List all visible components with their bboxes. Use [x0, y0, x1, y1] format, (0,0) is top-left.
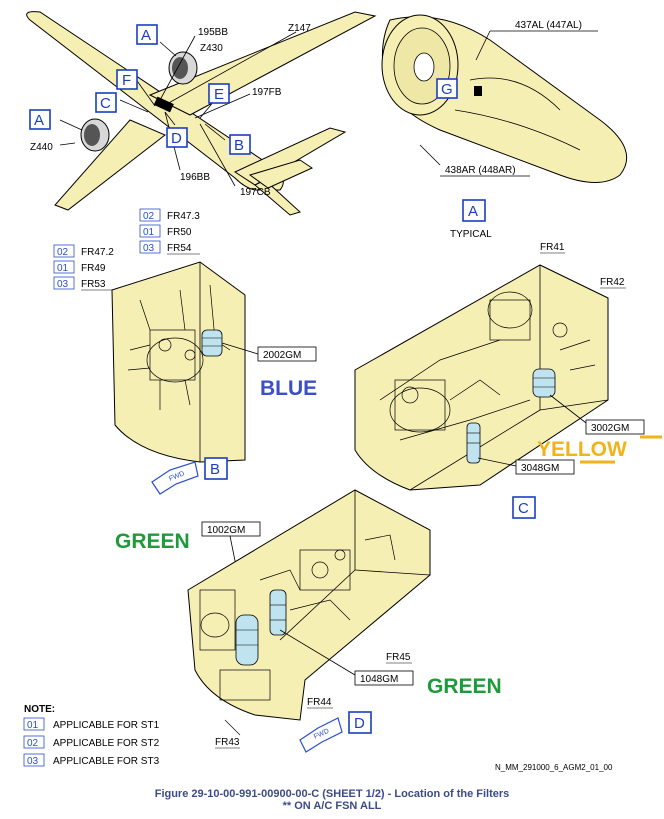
label-fr41: FR41	[540, 242, 565, 253]
svg-text:A: A	[141, 27, 151, 44]
svg-text:01: 01	[27, 720, 39, 731]
svg-text:FR47.2: FR47.2	[81, 247, 114, 258]
callout-1002gm: 1002GM	[201, 521, 261, 537]
svg-text:FR53: FR53	[81, 279, 106, 290]
bay-d-illustration	[187, 489, 431, 721]
label-fr44: FR44	[307, 697, 332, 708]
letter-box-b-aircraft[interactable]: B	[229, 134, 251, 155]
svg-text:1048GM: 1048GM	[360, 674, 398, 685]
svg-text:APPLICABLE FOR ST2: APPLICABLE FOR ST2	[53, 738, 160, 749]
svg-text:B: B	[234, 137, 244, 154]
label-197fb: 197FB	[252, 87, 282, 98]
system-label-green-top: GREEN	[115, 530, 190, 553]
svg-text:C: C	[518, 500, 529, 517]
letter-box-e[interactable]: E	[208, 83, 230, 104]
label-z430: Z430	[200, 43, 223, 54]
applicability-b-list: 02 FR47.2 01 FR49 03 FR53	[53, 244, 114, 291]
svg-text:APPLICABLE FOR ST3: APPLICABLE FOR ST3	[53, 756, 160, 767]
aircraft-view	[26, 11, 377, 216]
svg-text:02: 02	[143, 211, 155, 222]
fwd-arrow-b: FWD	[151, 461, 199, 495]
label-fr43: FR43	[215, 737, 240, 748]
view-c-title[interactable]: C	[512, 496, 536, 519]
svg-text:3048GM: 3048GM	[521, 463, 559, 474]
svg-text:D: D	[171, 130, 182, 147]
label-197cb: 197CB	[240, 187, 271, 198]
figure-caption-applicability: ** ON A/C FSN ALL	[282, 800, 382, 812]
view-d-title[interactable]: D	[348, 711, 372, 734]
figure-caption: Figure 29-10-00-991-00900-00-C (SHEET 1/…	[154, 788, 510, 800]
letter-box-a-upper[interactable]: A	[136, 24, 158, 45]
system-label-yellow: YELLOW	[537, 438, 627, 461]
svg-text:2002GM: 2002GM	[263, 350, 301, 361]
bay-b-illustration	[111, 261, 259, 463]
svg-text:D: D	[354, 715, 365, 732]
label-437al: 437AL (447AL)	[515, 20, 582, 31]
svg-text:03: 03	[27, 756, 39, 767]
view-b-title[interactable]: B	[204, 457, 228, 480]
label-z147: Z147	[288, 23, 311, 34]
svg-text:B: B	[210, 461, 220, 478]
svg-text:C: C	[100, 95, 111, 112]
letter-box-c-aircraft[interactable]: C	[95, 92, 117, 113]
figure-reference-code: N_MM_291000_6_AGM2_01_00	[495, 763, 613, 772]
callout-3002gm: 3002GM	[585, 419, 645, 435]
label-438ar: 438AR (448AR)	[445, 165, 516, 176]
svg-text:FR47.3: FR47.3	[167, 211, 200, 222]
engine-view	[381, 14, 628, 183]
svg-text:G: G	[441, 81, 453, 98]
letter-box-f[interactable]: F	[116, 69, 138, 90]
svg-text:03: 03	[57, 279, 69, 290]
letter-box-d-aircraft[interactable]: D	[166, 127, 188, 148]
system-label-green-bottom: GREEN	[427, 675, 502, 698]
letter-box-g[interactable]: G	[436, 78, 458, 99]
callout-3048gm: 3048GM	[515, 459, 575, 475]
letter-box-a-lower[interactable]: A	[29, 109, 51, 130]
svg-text:02: 02	[57, 247, 69, 258]
svg-text:APPLICABLE FOR ST1: APPLICABLE FOR ST1	[53, 720, 160, 731]
label-fr42: FR42	[600, 277, 625, 288]
svg-text:FR49: FR49	[81, 263, 106, 274]
svg-text:1002GM: 1002GM	[207, 525, 245, 536]
svg-text:02: 02	[27, 738, 39, 749]
callout-2002gm: 2002GM	[257, 346, 317, 362]
svg-text:3002GM: 3002GM	[591, 423, 629, 434]
svg-text:01: 01	[143, 227, 155, 238]
view-a-title: A TYPICAL	[450, 199, 492, 240]
system-label-blue: BLUE	[260, 377, 317, 400]
fwd-arrow-d: FWD	[299, 717, 343, 753]
label-196bb: 196BB	[180, 172, 210, 183]
note-block: NOTE: 01 APPLICABLE FOR ST1 02 APPLICABL…	[23, 704, 160, 767]
svg-text:A: A	[34, 112, 44, 129]
label-typical: TYPICAL	[450, 229, 492, 240]
label-fr45: FR45	[386, 652, 411, 663]
note-title: NOTE:	[24, 704, 55, 715]
svg-text:F: F	[122, 72, 131, 89]
bay-c-illustration	[354, 264, 609, 491]
svg-text:FR54: FR54	[167, 243, 192, 254]
label-195bb: 195BB	[198, 27, 228, 38]
applicability-top-list: 02 FR47.3 01 FR50 03 FR54	[139, 208, 200, 255]
label-z440: Z440	[30, 142, 53, 153]
svg-text:03: 03	[143, 243, 155, 254]
svg-text:01: 01	[57, 263, 69, 274]
svg-text:FR50: FR50	[167, 227, 192, 238]
svg-text:A: A	[468, 203, 478, 220]
callout-1048gm: 1048GM	[354, 670, 414, 686]
svg-text:E: E	[214, 86, 224, 103]
